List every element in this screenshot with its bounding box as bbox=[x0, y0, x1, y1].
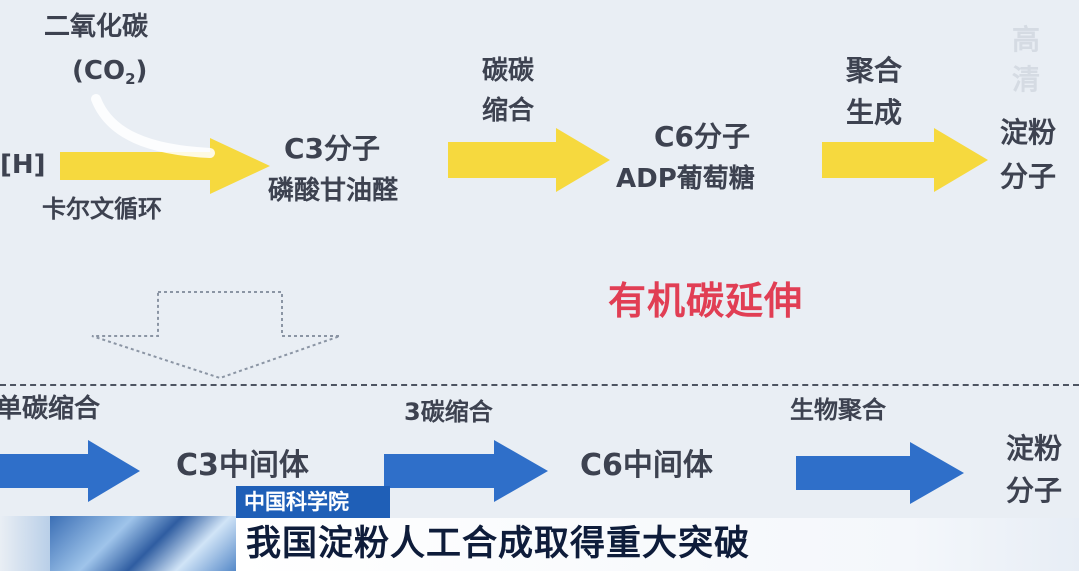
starch-label-top-1: 淀粉 bbox=[1000, 116, 1057, 149]
c3-molecule-label: C3分子 bbox=[284, 132, 381, 165]
adp-glucose-label: ADP葡萄糖 bbox=[616, 164, 755, 194]
calvin-arrow bbox=[60, 138, 270, 194]
divider-top bbox=[0, 384, 1079, 386]
c6-molecule-label: C6分子 bbox=[654, 120, 751, 153]
bio-polymerize-arrow bbox=[796, 442, 964, 504]
news-thumbnail bbox=[50, 516, 236, 571]
news-headline: 我国淀粉人工合成取得重大突破 bbox=[236, 518, 1079, 571]
co2-label: 二氧化碳 bbox=[44, 12, 149, 42]
c6-intermediate-label: C6中间体 bbox=[580, 448, 713, 483]
organic-carbon-extension-highlight: 有机碳延伸 bbox=[608, 279, 804, 323]
c3-intermediate-label: C3中间体 bbox=[176, 448, 309, 483]
cc-condense-arrow bbox=[448, 128, 610, 192]
three-carbon-arrow bbox=[384, 440, 548, 502]
news-source-tag: 中国科学院 bbox=[236, 486, 390, 518]
three-carbon-condense-label: 3碳缩合 bbox=[404, 398, 493, 426]
starch-label-top-2: 分子 bbox=[1000, 160, 1057, 193]
glyceraldehyde-phosphate-label: 磷酸甘油醛 bbox=[268, 176, 399, 206]
single-carbon-condense-label: 单碳缩合 bbox=[0, 394, 101, 424]
co2-curve-arrow bbox=[91, 94, 215, 158]
h-label: [H] bbox=[0, 150, 46, 180]
bio-polymerize-label: 生物聚合 bbox=[790, 396, 886, 424]
co2-formula: (CO2) bbox=[72, 56, 148, 88]
starch-label-bottom-2: 分子 bbox=[1006, 474, 1063, 507]
polymerize-arrow bbox=[822, 128, 988, 192]
starch-label-bottom-1: 淀粉 bbox=[1006, 432, 1063, 465]
single-carbon-arrow bbox=[0, 440, 140, 502]
cc-condense-label-2: 缩合 bbox=[482, 96, 535, 126]
down-arrow bbox=[91, 291, 341, 380]
news-thumbnail-edge bbox=[0, 516, 50, 571]
cc-condense-label-1: 碳碳 bbox=[482, 56, 535, 86]
polymerize-label-2: 生成 bbox=[846, 96, 903, 129]
polymerize-label-1: 聚合 bbox=[846, 54, 903, 87]
watermark: 高清 bbox=[1012, 23, 1045, 96]
calvin-cycle-label: 卡尔文循环 bbox=[42, 195, 162, 223]
